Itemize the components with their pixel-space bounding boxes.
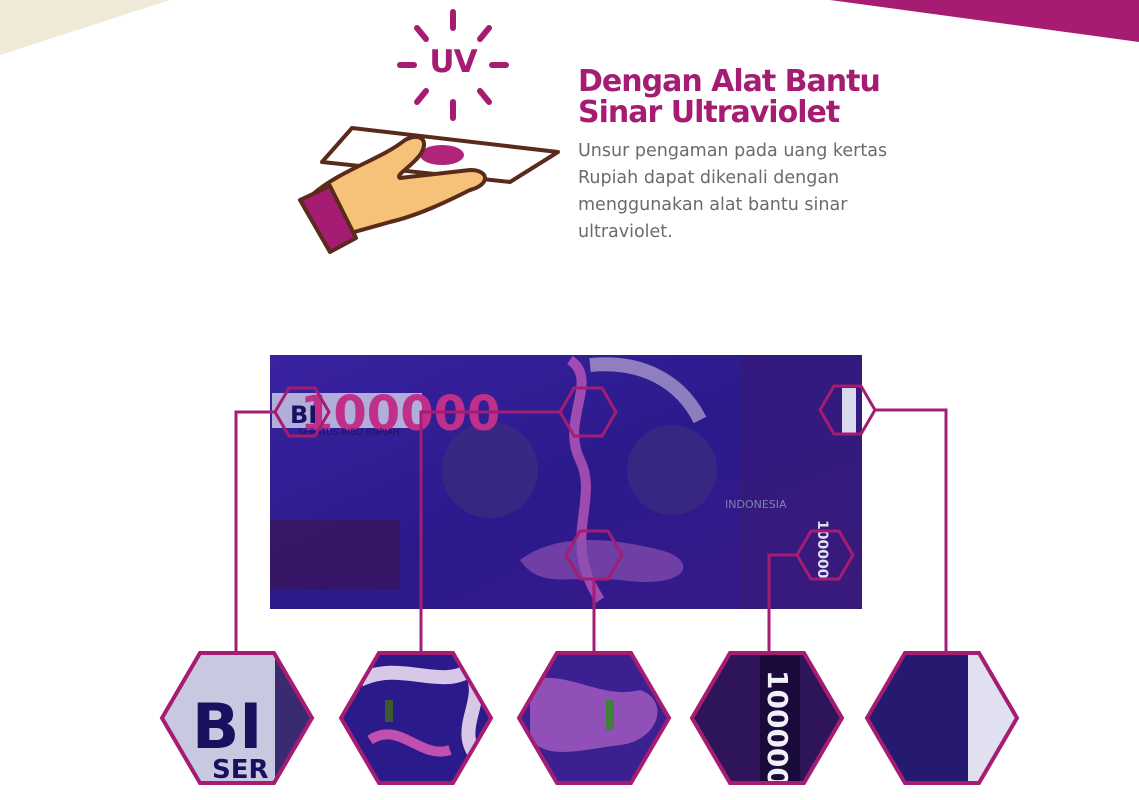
uv-label: UV (429, 44, 477, 80)
detail-hex-edge-strip (864, 651, 1020, 785)
banknote-denomination: 100000 (300, 386, 500, 442)
cream-corner-shape (0, 0, 170, 55)
banknote-serial-text: SERATUS RIBU RUPIAH (298, 428, 400, 438)
magenta-corner-stripe (830, 0, 1139, 42)
page-title: Dengan Alat Bantu Sinar Ultraviolet (578, 64, 881, 130)
uv-banknote: 100000 BI SERATUS RIBU RUPIAH INDONESIA … (270, 355, 862, 609)
hand-holding-banknote-icon (298, 126, 560, 254)
detail-hex-vertical-number: 100000 (689, 651, 845, 787)
banknote-vertical-number: 100000 (814, 520, 830, 579)
detail-hex-ornament (338, 651, 494, 785)
detail-prefix-text: BI (192, 690, 262, 763)
detail-hex-serial-prefix: BI SER (159, 651, 315, 785)
banknote-country: INDONESIA (725, 498, 787, 511)
detail-vertical-number-text: 100000 (761, 670, 794, 787)
description-text: Unsur pengaman pada uang kertas Rupiah d… (578, 141, 888, 242)
detail-hex-map (516, 651, 672, 785)
callout-connectors (234, 384, 948, 655)
title-line-2: Sinar Ultraviolet (578, 95, 840, 130)
title-line-1: Dengan Alat Bantu (578, 64, 881, 99)
detail-prefix-subtext: SER (212, 755, 269, 785)
uv-rays-icon (397, 9, 509, 121)
banknote-prefix: BI (290, 401, 317, 429)
